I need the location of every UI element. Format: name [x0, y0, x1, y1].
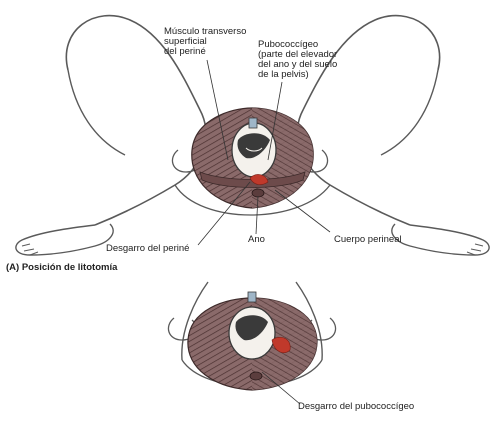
lithotomy-figure [16, 16, 489, 255]
pubic-marker [249, 118, 257, 128]
label-perineal-body: Cuerpo perineal [334, 235, 402, 245]
label-pubococcygeus: Pubococcígeo (parte del elevador del ano… [258, 40, 337, 80]
label-perineal-tear: Desgarro del periné [106, 244, 189, 254]
anus-mark [252, 189, 264, 197]
left-thigh-inner [68, 70, 125, 155]
label-pubococcygeus-tear: Desgarro del pubococcígeo [298, 402, 414, 412]
right-thigh-inner [381, 70, 438, 155]
right-foot [392, 224, 489, 255]
lower-figure [168, 282, 335, 404]
left-foot [16, 224, 113, 255]
label-transverse-muscle: Músculo transverso superficial del perin… [164, 27, 246, 57]
figure-caption: (A) Posición de litotomía [6, 262, 117, 273]
label-anus: Ano [248, 235, 265, 245]
